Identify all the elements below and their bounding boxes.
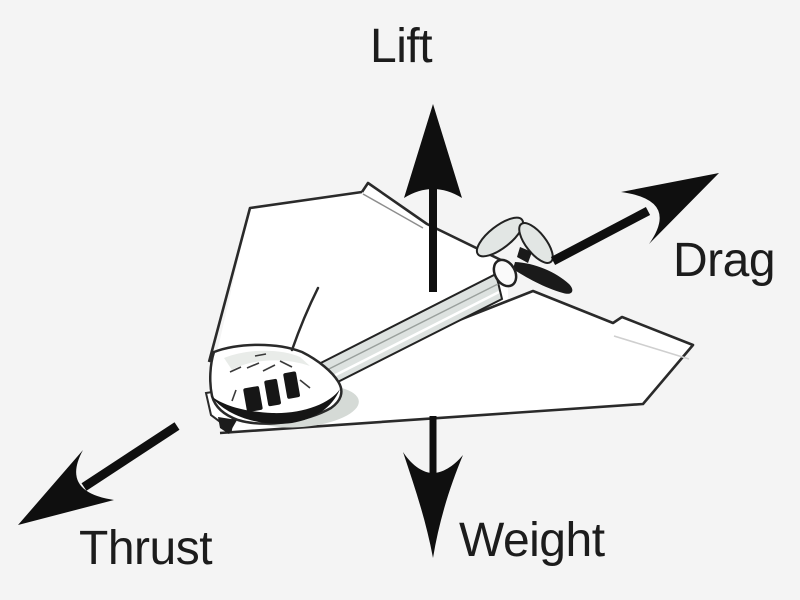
- right-flap-fold-line: [613, 335, 690, 360]
- lift-arrow: [404, 104, 462, 292]
- antenna-wire: [290, 286, 320, 352]
- propeller: [475, 216, 573, 294]
- module-circuit-marks: [229, 353, 311, 402]
- module-slots: [243, 371, 300, 412]
- propeller-blade-lower: [513, 262, 573, 294]
- propeller-spinner: [492, 258, 518, 288]
- thrust-arrow-shaft: [81, 422, 180, 491]
- thrust-arrow: [18, 422, 180, 525]
- lift-label: Lift: [370, 20, 433, 73]
- propeller-hub: [517, 247, 532, 263]
- propeller-blade-upper-left: [475, 216, 525, 258]
- motor-module: [204, 286, 343, 434]
- weight-arrow-head: [403, 452, 463, 558]
- lift-arrow-head: [404, 104, 462, 198]
- drag-arrow-shaft: [550, 207, 651, 265]
- lift-arrow-shaft: [429, 186, 437, 292]
- left-flap-fold-line: [362, 193, 424, 229]
- thrust-label: Thrust: [79, 522, 213, 575]
- weight-arrow-shaft: [429, 416, 437, 476]
- weight-label: Weight: [459, 514, 605, 567]
- drag-label: Drag: [673, 234, 776, 287]
- drag-arrow: [550, 173, 719, 265]
- propeller-blade-upper-right: [518, 222, 554, 264]
- nose-tip: [218, 417, 237, 434]
- drag-arrow-head: [621, 173, 719, 244]
- thrust-arrow-head: [18, 450, 114, 525]
- weight-arrow: [403, 416, 463, 558]
- module-top-face: [224, 350, 310, 370]
- module-hull: [211, 389, 340, 424]
